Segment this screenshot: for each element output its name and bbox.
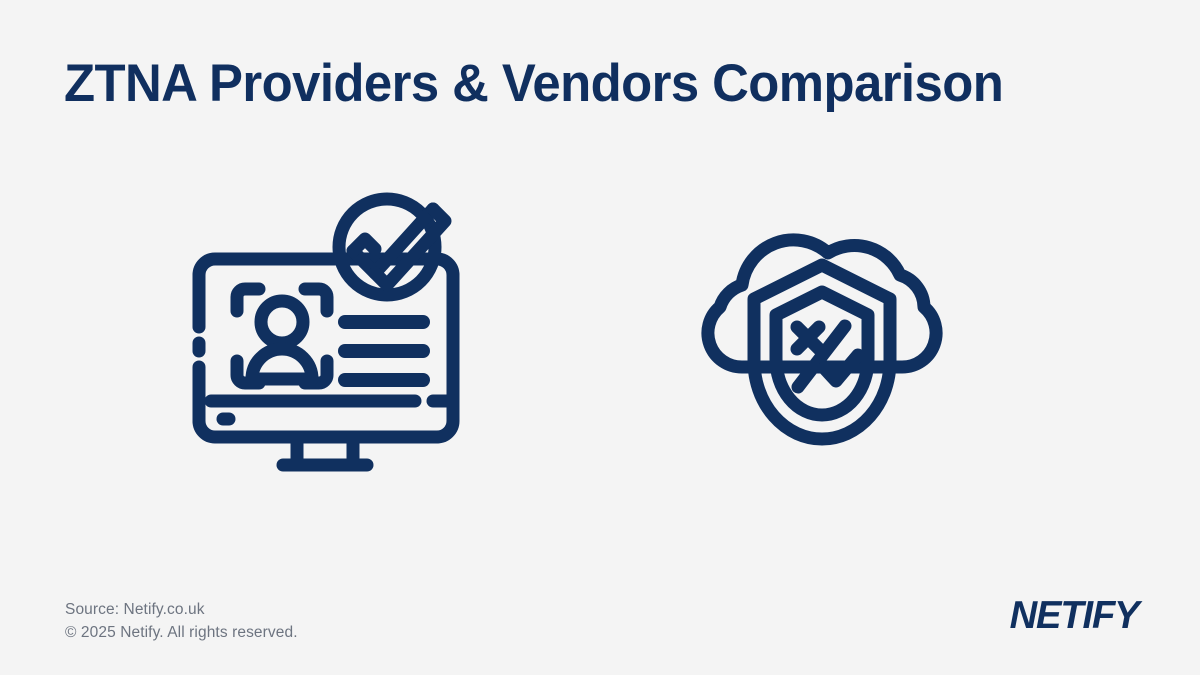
netify-logo: NETIFY	[1009, 594, 1139, 637]
footer-copyright-text: © 2025 Netify. All rights reserved.	[65, 624, 298, 641]
page-title: ZTNA Providers & Vendors Comparison	[64, 54, 1004, 113]
cloud-shield-graphic	[701, 233, 943, 446]
cloud-shield-icon	[672, 175, 972, 475]
person-avatar-icon	[245, 294, 319, 386]
illustration-row	[0, 175, 1200, 505]
monitor-stand	[276, 430, 374, 472]
monitor-identity-check-graphic	[192, 192, 460, 472]
diagonal-slash-icon	[791, 319, 852, 394]
monitor-screen	[192, 252, 460, 444]
shield-outer	[747, 258, 897, 446]
footer-source-block: Source: Netify.co.uk © 2025 Netify. All …	[65, 598, 298, 644]
monitor-identity-check-icon	[175, 175, 475, 475]
cross-mark-icon	[790, 320, 826, 356]
check-circle-badge	[332, 192, 442, 302]
cloud-outline	[701, 233, 943, 374]
check-mark-outline-left	[346, 232, 382, 258]
footer-source-text: Source: Netify.co.uk	[65, 601, 205, 618]
text-lines	[338, 315, 430, 387]
check-mark-outline-right	[368, 202, 452, 292]
shield-inner	[769, 285, 875, 422]
check-mark-icon	[817, 348, 865, 388]
face-scan-brackets	[230, 282, 334, 390]
